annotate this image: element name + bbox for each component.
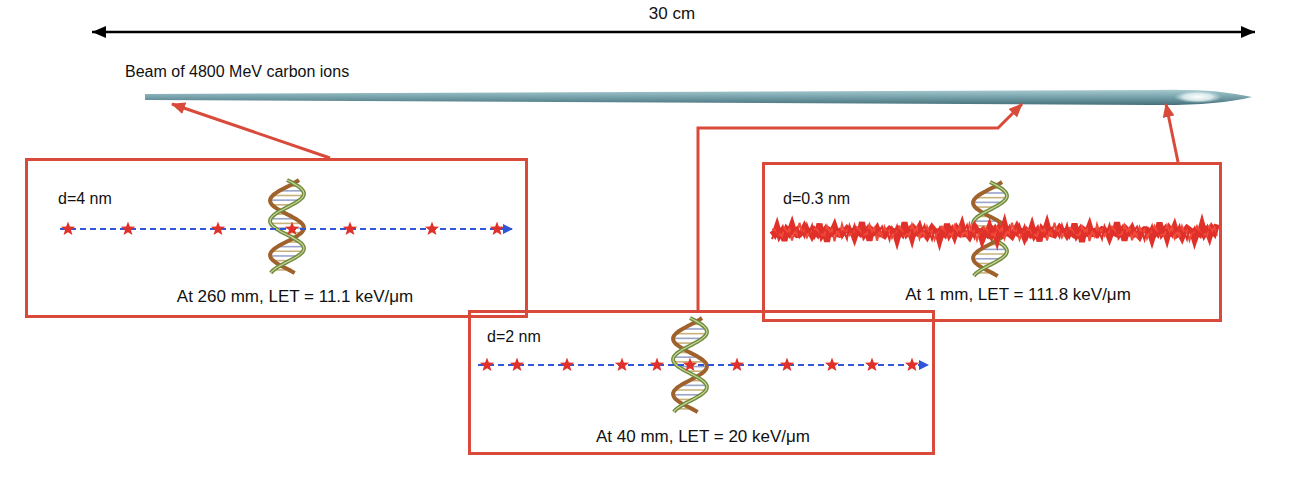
ion-track: [60, 222, 512, 236]
ionisation-cloud: [772, 222, 1217, 241]
dna-strand: [270, 180, 304, 273]
ionisation-star: [510, 358, 524, 372]
ionisation-cloud: [772, 223, 1217, 242]
beam-label: Beam of 4800 MeV carbon ions: [125, 62, 349, 81]
ionisation-star: [285, 222, 299, 236]
ionisation-star: [780, 358, 794, 372]
beam-body: [145, 90, 1252, 105]
let-annotation: At 40 mm, LET = 20 keV/μm: [596, 427, 810, 447]
track-box: d=0.3 nm At 1 mm, LET = 111.8 keV/μm: [762, 162, 1222, 322]
dimension-label: 30 cm: [649, 4, 695, 24]
let-annotation: At 1 mm, LET = 111.8 keV/μm: [905, 285, 1131, 305]
track-pictures: [60, 180, 1217, 412]
ion-track: [478, 358, 928, 372]
base-pair: [273, 195, 304, 197]
ionisation-star: [730, 358, 744, 372]
base-pair: [675, 389, 706, 391]
ionisation-star: [865, 358, 879, 372]
spacing-label: d=4 nm: [58, 189, 112, 208]
base-pair: [976, 197, 1007, 199]
spacing-label: d=0.3 nm: [783, 189, 850, 208]
ionisation-star: [61, 222, 75, 236]
ion-beam: [145, 90, 1252, 105]
track-line: [478, 364, 928, 366]
ionisation-star: [121, 222, 135, 236]
ionisation-star: [825, 358, 839, 372]
dna-strand: [270, 180, 304, 273]
pointer-arrow: [698, 104, 1022, 310]
ionisation-star: [425, 222, 439, 236]
spacing-label: d=2 nm: [487, 327, 541, 346]
base-pair: [272, 251, 303, 253]
ionisation-star: [650, 358, 664, 372]
ionisation-star: [490, 222, 504, 236]
ionisation-cloud: [772, 225, 1217, 240]
ionisation-star: [211, 222, 225, 236]
ion-beam: Beam of 4800 MeV carbon ions: [120, 60, 1255, 104]
ionisation-star: [560, 358, 574, 372]
ionisation-star: [905, 358, 919, 372]
ionisation-star: [683, 358, 697, 372]
track-box: d=2 nm At 40 mm, LET = 20 keV/μm: [468, 310, 935, 455]
ionisation-star: [480, 358, 494, 372]
pointer-arrow: [1166, 104, 1178, 162]
base-pair: [676, 333, 707, 335]
bragg-peak: [1174, 91, 1222, 103]
base-pair: [975, 253, 1006, 255]
ionisation-star: [615, 358, 629, 372]
track-box: d=4 nm At 260 mm, LET = 11.1 keV/μm: [25, 158, 528, 318]
dna-helix: [270, 180, 304, 273]
ionisation-star: [343, 222, 357, 236]
pointer-arrow: [172, 104, 330, 158]
base-pair: [271, 223, 302, 225]
let-annotation: At 260 mm, LET = 11.1 keV/μm: [177, 287, 413, 307]
dna-strand-highlight: [270, 180, 304, 273]
dimension-arrow: [92, 31, 1255, 34]
dense-track: [772, 222, 1217, 241]
